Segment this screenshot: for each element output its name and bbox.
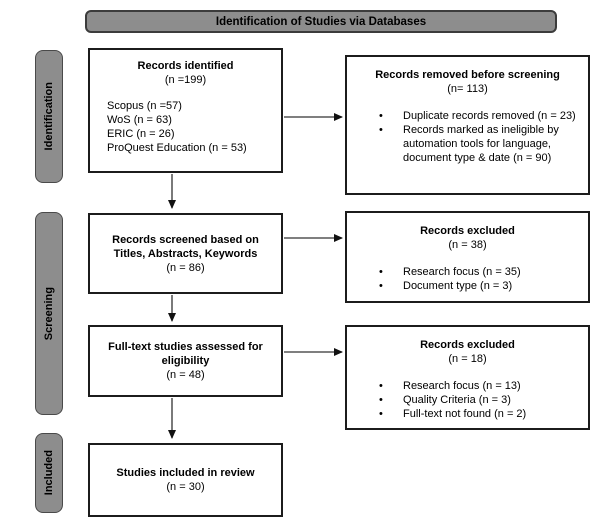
box-records-excluded-eligibility-count: (n = 18) [448,353,487,365]
records-removed-reason: Records marked as ineligible by automati… [377,123,576,165]
eligibility-exclusion-reason-list: Research focus (n = 13)Quality Criteria … [355,379,580,421]
box-studies-included-title: Studies included in review [116,467,255,479]
stage-label-included-text: Included [43,450,55,496]
box-records-screened-title: Records screened based on Titles, Abstra… [112,233,259,260]
box-records-excluded-eligibility-title: Records excluded [420,339,515,351]
records-removed-reason: Duplicate records removed (n = 23) [377,109,576,123]
database-source-item: ERIC (n = 26) [107,128,175,140]
screening-exclusion-reason: Document type (n = 3) [377,279,576,293]
eligibility-exclusion-reason: Research focus (n = 13) [377,379,576,393]
diagram-title: Identification of Studies via Databases [215,15,427,28]
box-fulltext-assessed-count: (n = 48) [166,369,205,381]
eligibility-exclusion-reason: Quality Criteria (n = 3) [377,393,576,407]
diagram-header: Identification of Studies via Databases [85,10,557,33]
box-fulltext-assessed: Full-text studies assessed for eligibili… [88,325,283,397]
box-records-excluded-screening: Records excluded (n = 38) Research focus… [345,211,590,303]
box-records-screened-count: (n = 86) [166,261,205,274]
box-records-removed-count: (n= 113) [447,83,488,95]
eligibility-exclusion-reason: Full-text not found (n = 2) [377,407,576,421]
stage-label-screening-text: Screening [43,286,55,341]
box-records-identified-count: (n =199) [164,74,207,86]
database-source-item: WoS (n = 63) [107,114,172,126]
stage-label-identification: Identification [35,50,63,183]
box-studies-included-count: (n = 30) [166,481,205,493]
box-records-identified: Records identified (n =199) Scopus (n =5… [88,48,283,173]
box-records-excluded-screening-count: (n = 38) [448,239,487,251]
box-records-removed-title: Records removed before screening [375,69,560,81]
box-fulltext-assessed-title: Full-text studies assessed for eligibili… [108,341,263,367]
database-source-list: Scopus (n =57) WoS (n = 63) ERIC (n = 26) P… [100,99,271,155]
box-records-identified-title: Records identified [137,60,234,72]
screening-exclusion-reason: Research focus (n = 35) [377,265,576,279]
box-studies-included: Studies included in review (n = 30) [88,443,283,517]
records-removed-reason-list: Duplicate records removed (n = 23)Record… [355,109,580,165]
database-source-item: ProQuest Education (n = 53) [107,142,247,154]
box-records-removed: Records removed before screening (n= 113… [345,55,590,195]
box-records-screened: Records screened based on Titles, Abstra… [88,213,283,294]
database-source-item: Scopus (n =57) [107,100,182,112]
stage-label-screening: Screening [35,212,63,415]
screening-exclusion-reason-list: Research focus (n = 35)Document type (n … [355,265,580,293]
box-records-excluded-screening-title: Records excluded [420,225,515,237]
box-records-excluded-eligibility: Records excluded (n = 18) Research focus… [345,325,590,430]
stage-label-identification-text: Identification [43,82,55,151]
stage-label-included: Included [35,433,63,513]
